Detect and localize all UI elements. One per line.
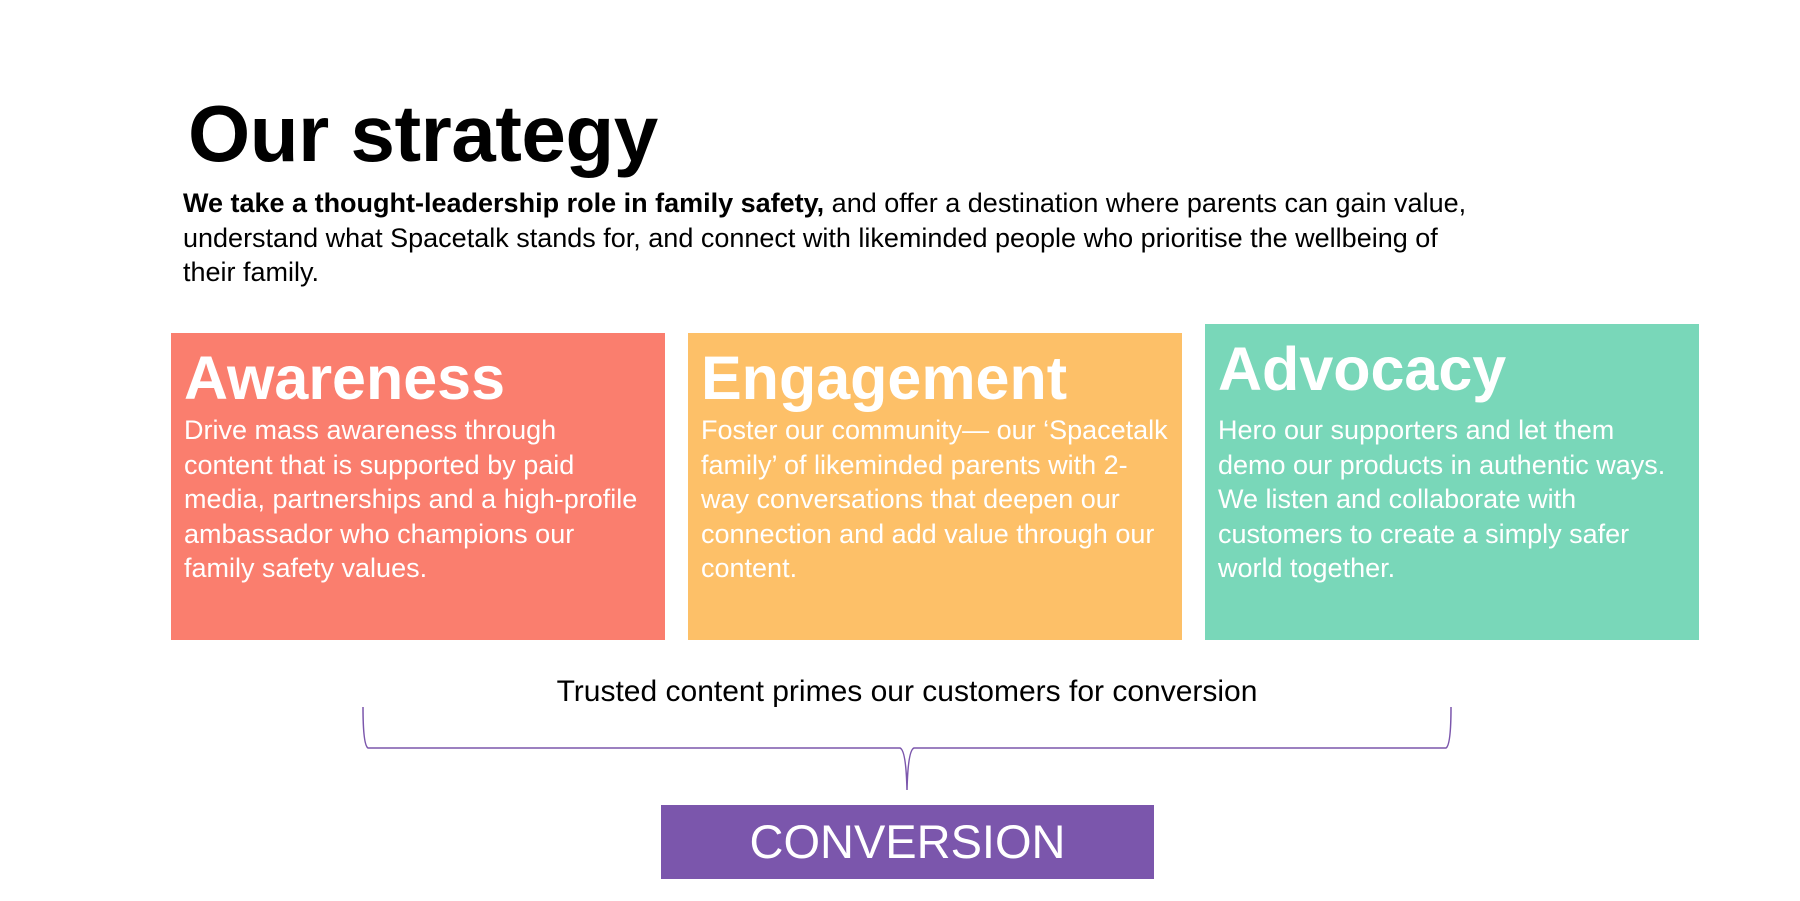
- advocacy-card: Advocacy Hero our supporters and let the…: [1205, 324, 1699, 640]
- intro-rest: and offer a destination where parents ca…: [183, 188, 1467, 288]
- page-title: Our strategy: [188, 89, 658, 178]
- awareness-body: Drive mass awareness through content tha…: [184, 415, 638, 584]
- engagement-heading: Engagement: [701, 344, 1068, 412]
- engagement-card: Engagement Foster our community— our ‘Sp…: [688, 333, 1182, 640]
- awareness-card: Awareness Drive mass awareness through c…: [171, 333, 665, 640]
- intro-bold: We take a thought-leadership role in fam…: [183, 188, 825, 218]
- advocacy-heading: Advocacy: [1218, 335, 1507, 403]
- advocacy-body: Hero our supporters and let them demo ou…: [1218, 415, 1666, 584]
- conversion-box: CONVERSION: [661, 805, 1154, 879]
- awareness-heading: Awareness: [184, 344, 506, 412]
- engagement-body: Foster our community— our ‘Spacetalk fam…: [701, 415, 1168, 584]
- trusted-content-caption: Trusted content primes our customers for…: [556, 675, 1258, 708]
- intro-paragraph: We take a thought-leadership role in fam…: [183, 186, 1483, 290]
